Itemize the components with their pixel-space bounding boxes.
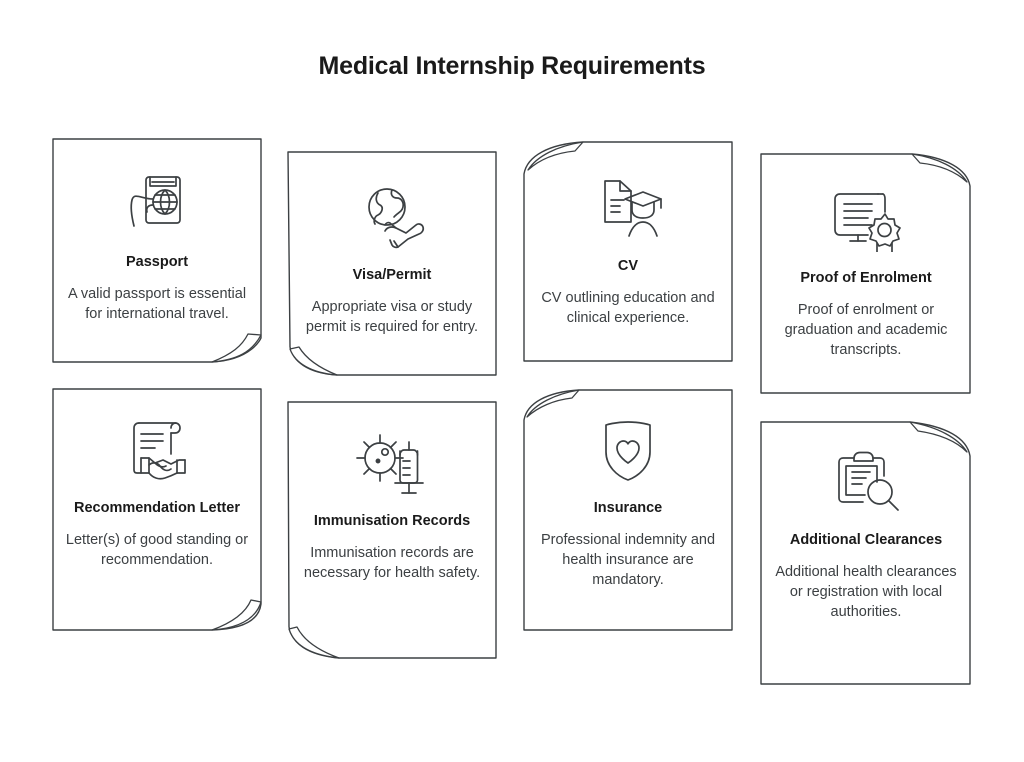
card-title: Additional Clearances — [789, 532, 943, 548]
card-title: CV — [617, 258, 639, 274]
card-title: Recommendation Letter — [74, 500, 240, 516]
card-title: Proof of Enrolment — [800, 270, 932, 286]
card-recommendation-letter[interactable]: Recommendation Letter Letter(s) of good … — [52, 388, 262, 631]
scroll-handshake-icon — [107, 412, 207, 488]
shield-heart-icon — [578, 412, 678, 488]
paper-shape-top-right-curl — [760, 420, 972, 685]
card-description: CV outlining education and clinical expe… — [541, 290, 715, 326]
globe-airplane-icon — [342, 179, 442, 255]
paper-shape-bottom-right-curl — [52, 138, 262, 363]
card-description: Additional health clearances or registra… — [775, 564, 957, 620]
card-insurance[interactable]: Insurance Professional indemnity and hea… — [523, 388, 733, 631]
clipboard-magnifier-icon — [816, 444, 916, 520]
card-description: Professional indemnity and health insura… — [540, 532, 716, 588]
card-proof-of-enrolment[interactable]: Proof of Enrolment Proof of enrolment or… — [760, 152, 972, 394]
card-title: Visa/Permit — [352, 267, 432, 283]
document-graduate-icon — [578, 170, 678, 246]
card-description: Letter(s) of good standing or recommenda… — [65, 532, 249, 568]
paper-shape-bottom-left-curl — [287, 401, 497, 659]
card-title: Passport — [125, 254, 189, 270]
card-description: Proof of enrolment or graduation and aca… — [784, 302, 948, 358]
page-title: Medical Internship Requirements — [318, 52, 706, 80]
card-immunisation-records[interactable]: Immunisation Records Immunisation record… — [287, 401, 497, 659]
card-title: Immunisation Records — [313, 513, 471, 529]
paper-shape-bottom-left-curl — [287, 151, 497, 376]
virus-syringe-icon — [342, 425, 442, 501]
card-description: Immunisation records are necessary for h… — [303, 545, 481, 581]
card-additional-clearances[interactable]: Additional Clearances Additional health … — [760, 420, 972, 685]
paper-shape-bottom-right-curl — [52, 388, 262, 631]
certificate-award-icon — [816, 182, 916, 258]
card-title: Insurance — [593, 500, 663, 516]
card-description: Appropriate visa or study permit is requ… — [305, 299, 479, 335]
passport-hand-globe-icon — [107, 166, 207, 242]
card-cv[interactable]: CV CV outlining education and clinical e… — [523, 140, 733, 362]
card-visa-permit[interactable]: Visa/Permit Appropriate visa or study pe… — [287, 151, 497, 376]
paper-shape-top-right-curl — [760, 152, 972, 394]
card-description: A valid passport is essential for intern… — [67, 286, 247, 322]
paper-shape-top-left-curl — [523, 388, 733, 631]
card-passport[interactable]: Passport A valid passport is essential f… — [52, 138, 262, 363]
paper-shape-top-left-curl — [523, 140, 733, 362]
